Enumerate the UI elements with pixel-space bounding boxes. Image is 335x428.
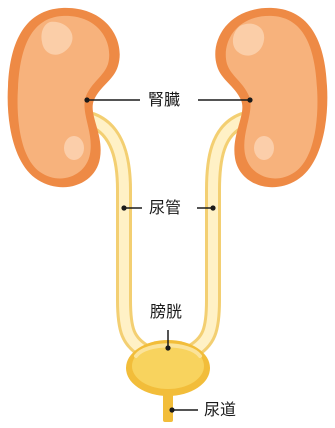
kidney-left (8, 8, 120, 187)
bladder-label: 膀胱 (150, 302, 182, 322)
ureter-label: 尿管 (149, 198, 181, 218)
kidney-label: 腎臓 (148, 90, 180, 110)
urethra-leader (169, 407, 198, 412)
kidney-right (215, 8, 327, 187)
urethra-label: 尿道 (204, 400, 236, 420)
